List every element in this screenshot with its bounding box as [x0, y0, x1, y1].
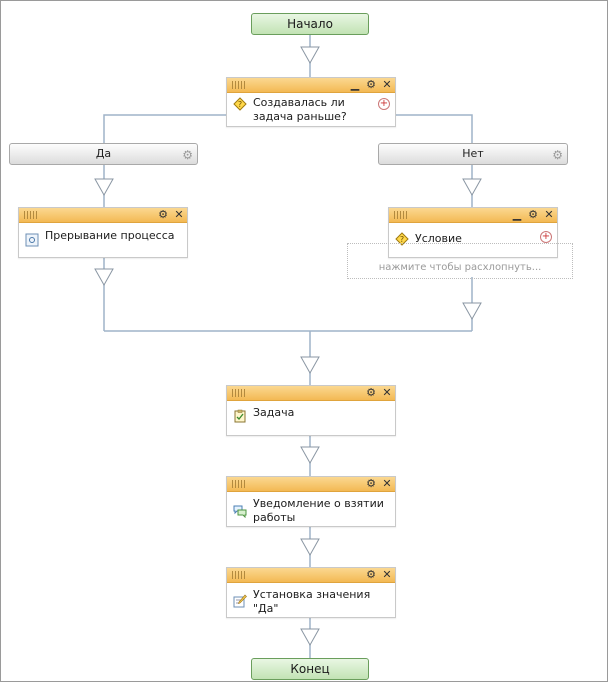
- flow-arrow: [300, 46, 320, 65]
- branch-no-label: Нет: [462, 147, 484, 160]
- block-header[interactable]: ⚙ ✕: [19, 208, 187, 223]
- drag-grip-icon[interactable]: [24, 211, 38, 219]
- condition-icon: ?: [233, 97, 247, 111]
- close-icon[interactable]: ✕: [544, 208, 554, 221]
- close-icon[interactable]: ✕: [382, 568, 392, 581]
- close-icon[interactable]: ✕: [174, 208, 184, 221]
- end-node[interactable]: Конец: [251, 658, 369, 680]
- branch-no[interactable]: Нет ⚙: [378, 143, 568, 165]
- stop-process-icon: [25, 233, 39, 247]
- block-header[interactable]: ⚙ ✕: [227, 568, 395, 583]
- expand-plus-icon[interactable]: +: [378, 98, 390, 110]
- decision-label: Создавалась ли задача раньше?: [253, 96, 347, 123]
- flow-arrow: [94, 268, 114, 287]
- drag-grip-icon[interactable]: [232, 480, 246, 488]
- condition-label: Условие: [415, 232, 462, 245]
- gear-icon[interactable]: ⚙: [528, 208, 538, 221]
- end-label: Конец: [290, 662, 330, 676]
- svg-text:?: ?: [400, 235, 404, 244]
- interrupt-label: Прерывание процесса: [45, 229, 175, 242]
- drag-grip-icon[interactable]: [232, 389, 246, 397]
- gear-icon[interactable]: ⚙: [366, 568, 376, 581]
- flow-arrow: [300, 356, 320, 375]
- gear-icon[interactable]: ⚙: [182, 148, 193, 162]
- clipboard-icon: [234, 409, 246, 423]
- condition-icon: ?: [395, 232, 409, 246]
- expand-plus-icon[interactable]: +: [540, 231, 552, 243]
- condition-block[interactable]: ▁ ⚙ ✕ ? Условие +: [388, 207, 558, 258]
- close-icon[interactable]: ✕: [382, 477, 392, 490]
- block-header[interactable]: ▁ ⚙ ✕: [389, 208, 557, 223]
- drag-grip-icon[interactable]: [232, 81, 246, 89]
- flow-arrow: [300, 628, 320, 647]
- block-header[interactable]: ⚙ ✕: [227, 477, 395, 492]
- chat-bubbles-icon: [233, 505, 247, 518]
- svg-text:?: ?: [238, 100, 242, 109]
- edit-pencil-icon: [233, 594, 247, 608]
- set-value-label: Установка значения "Да": [253, 588, 371, 615]
- collapsed-branch-area[interactable]: нажмите чтобы расхлопнуть...: [347, 243, 573, 279]
- flow-arrow: [300, 446, 320, 465]
- branch-yes-label: Да: [95, 147, 112, 160]
- branch-yes[interactable]: Да ⚙: [9, 143, 198, 165]
- minimize-icon[interactable]: ▁: [512, 208, 522, 221]
- start-node[interactable]: Начало: [251, 13, 369, 35]
- flow-arrow: [94, 178, 114, 197]
- gear-icon[interactable]: ⚙: [552, 148, 563, 162]
- gear-icon[interactable]: ⚙: [366, 78, 376, 91]
- interrupt-block[interactable]: ⚙ ✕ Прерывание процесса: [18, 207, 188, 258]
- notification-label: Уведомление о взятии работы: [253, 497, 384, 524]
- notification-block[interactable]: ⚙ ✕ Уведомление о взятии работы: [226, 476, 396, 527]
- decision-block-task-created[interactable]: ▁ ⚙ ✕ ? Создавалась ли задача раньше? +: [226, 77, 396, 127]
- flow-arrow: [300, 538, 320, 557]
- set-value-block[interactable]: ⚙ ✕ Установка значения "Да": [226, 567, 396, 618]
- task-block[interactable]: ⚙ ✕ Задача: [226, 385, 396, 436]
- block-header[interactable]: ⚙ ✕: [227, 386, 395, 401]
- minimize-icon[interactable]: ▁: [350, 78, 360, 91]
- close-icon[interactable]: ✕: [382, 386, 392, 399]
- gear-icon[interactable]: ⚙: [158, 208, 168, 221]
- expand-hint-text[interactable]: нажмите чтобы расхлопнуть...: [378, 262, 542, 273]
- gear-icon[interactable]: ⚙: [366, 477, 376, 490]
- close-icon[interactable]: ✕: [382, 78, 392, 91]
- flow-arrow: [462, 302, 482, 321]
- block-header[interactable]: ▁ ⚙ ✕: [227, 78, 395, 93]
- start-label: Начало: [287, 17, 333, 31]
- drag-grip-icon[interactable]: [232, 571, 246, 579]
- drag-grip-icon[interactable]: [394, 211, 408, 219]
- task-label: Задача: [253, 406, 295, 419]
- gear-icon[interactable]: ⚙: [366, 386, 376, 399]
- flow-arrow: [462, 178, 482, 197]
